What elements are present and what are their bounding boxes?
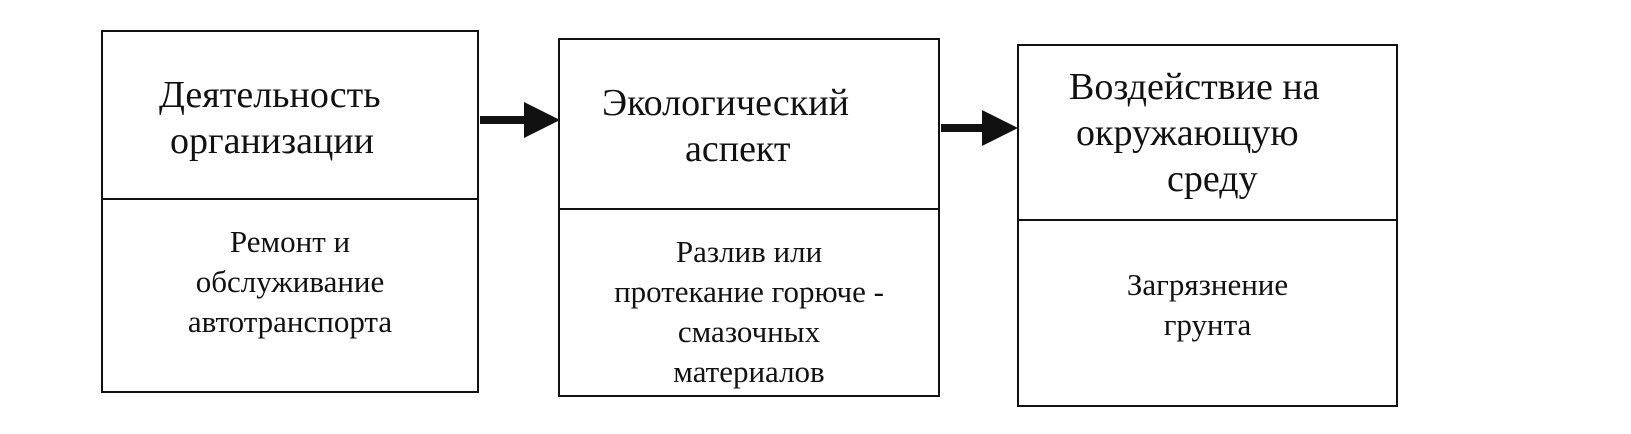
box-environmental-aspect: Экологический аспект Разлив или протекан… [558,38,940,397]
detail-line: Ремонт и [229,224,351,259]
arrow-activity-to-aspect [480,102,560,138]
box-organization-activity-header: Деятельность организации [103,32,477,200]
detail-line: Загрязнение [1126,267,1289,302]
title-line: организации [170,120,375,162]
detail-line: обслуживание [195,264,385,299]
detail-line: протекание горюче - [614,274,884,309]
detail-line: Разлив или [675,234,823,269]
box-organization-activity: Деятельность организации Ремонт и обслуж… [101,30,479,393]
detail-line: автотранспорта [187,304,393,339]
detail-line: грунта [1163,307,1252,342]
title-line: аспект [685,128,791,170]
title-line: окружающую [1076,112,1299,154]
box-environmental-impact-header: Воздействие на окружающую среду [1019,46,1396,221]
title-line: Деятельность [159,74,381,116]
title-line: Экологический [602,82,849,124]
box-environmental-impact-title: Воздействие на окружающую среду [1069,64,1320,202]
box-organization-activity-title: Деятельность организации [159,72,381,164]
box-environmental-aspect-title: Экологический аспект [602,80,849,172]
box-environmental-impact: Воздействие на окружающую среду Загрязне… [1017,44,1398,407]
arrow-head [982,110,1018,146]
box-organization-activity-detail: Ремонт и обслуживание автотранспорта [103,200,477,391]
detail-text: Ремонт и обслуживание автотранспорта [103,222,477,342]
box-environmental-aspect-detail: Разлив или протекание горюче - смазочных… [560,210,938,395]
box-environmental-aspect-header: Экологический аспект [560,40,938,210]
box-environmental-impact-detail: Загрязнение грунта [1019,221,1396,405]
detail-line: материалов [673,354,825,389]
title-line: Воздействие на [1069,66,1320,108]
detail-text: Загрязнение грунта [1019,265,1396,345]
title-line: среду [1167,158,1258,200]
arrow-aspect-to-impact [941,110,1018,146]
detail-text: Разлив или протекание горюче - смазочных… [560,232,938,392]
arrow-head [524,102,560,138]
detail-line: смазочных [677,314,821,349]
